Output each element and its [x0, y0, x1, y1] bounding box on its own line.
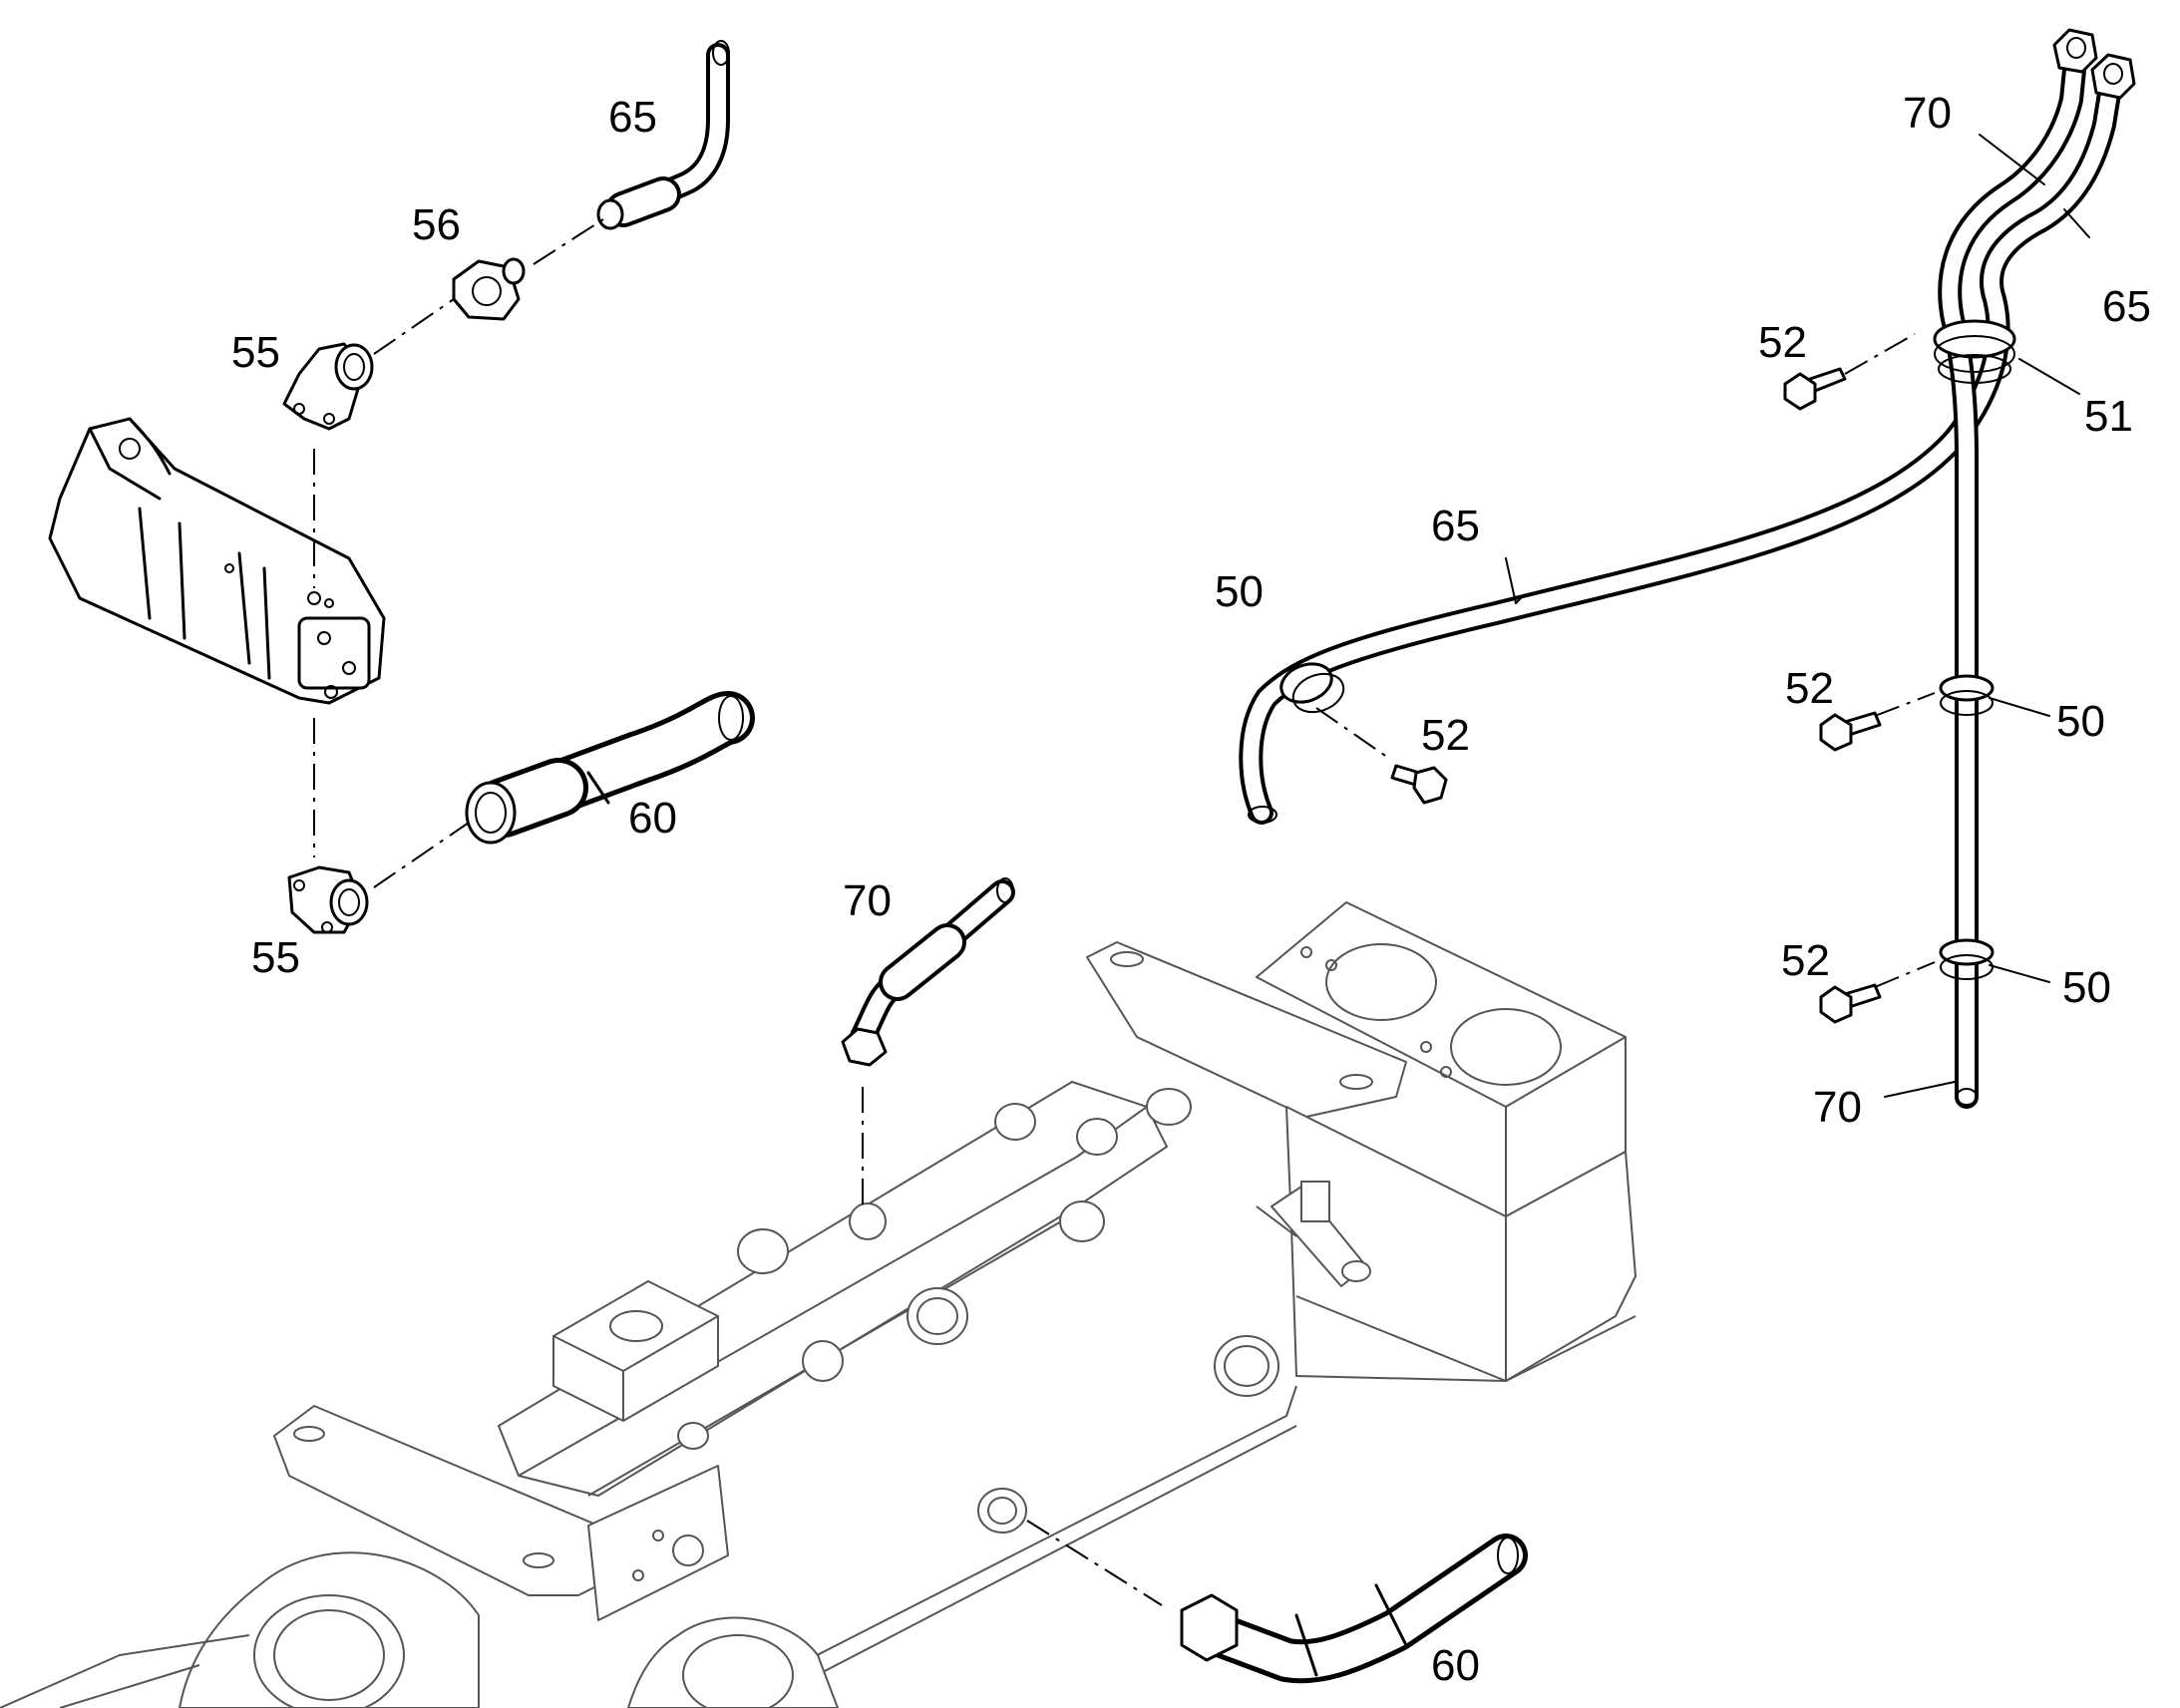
hose-70-center	[841, 877, 1015, 1067]
hose-60-left	[465, 691, 755, 845]
callout-70-center: 70	[843, 876, 892, 925]
hose-70-long	[1938, 38, 2088, 1109]
hose-65-top	[596, 40, 730, 230]
callout-52-left: 52	[1421, 711, 1470, 760]
hydraulic-pump	[48, 417, 386, 705]
callout-56: 56	[412, 200, 461, 249]
flange-fitting-55-top	[282, 342, 374, 431]
callout-50-right-low: 50	[2062, 963, 2111, 1012]
callout-70-top-right: 70	[1903, 89, 1952, 138]
callout-52-right-mid: 52	[1785, 664, 1834, 713]
callout-65-right: 65	[2102, 282, 2151, 331]
port-fittings	[677, 1088, 1279, 1534]
callout-52-top: 52	[1758, 318, 1807, 367]
hose-60-bottom	[1180, 1534, 1528, 1684]
bolt-52-mid	[1819, 711, 1882, 752]
axle-frame-assembly	[0, 901, 1636, 1708]
clamp-50-low	[1939, 938, 1995, 980]
bolt-52-top	[1783, 367, 1847, 411]
clamp-50-mid	[1939, 674, 1995, 716]
leader-lines	[1505, 134, 2090, 1098]
clamp-50-left	[1279, 662, 1345, 714]
callout-labels: 65 56 55 60 55 70 60 70 65 52 51 65 50 5…	[231, 89, 2151, 1690]
hose-65-long	[1239, 63, 2124, 825]
bolt-52-low	[1819, 983, 1882, 1024]
hose-end-nuts	[2052, 28, 2136, 100]
callout-50-right-mid: 50	[2056, 697, 2105, 746]
callout-55-bottom: 55	[251, 933, 300, 982]
callout-52-right-low: 52	[1781, 936, 1830, 985]
callout-65-middle: 65	[1431, 502, 1480, 550]
bolt-52-left	[1390, 764, 1448, 805]
flange-fitting-55-bottom	[287, 865, 369, 934]
callout-60-bottom: 60	[1431, 1641, 1480, 1690]
callout-50-left: 50	[1215, 567, 1264, 616]
clamp-51	[1933, 319, 2016, 384]
explode-lines	[313, 218, 1936, 1606]
adapter-nut-56	[452, 257, 526, 321]
callout-51: 51	[2084, 392, 2133, 441]
callout-70-bottom-right: 70	[1813, 1083, 1862, 1132]
callout-60-left: 60	[628, 794, 677, 843]
callout-65-top: 65	[608, 93, 657, 142]
callout-55-top: 55	[231, 328, 280, 377]
